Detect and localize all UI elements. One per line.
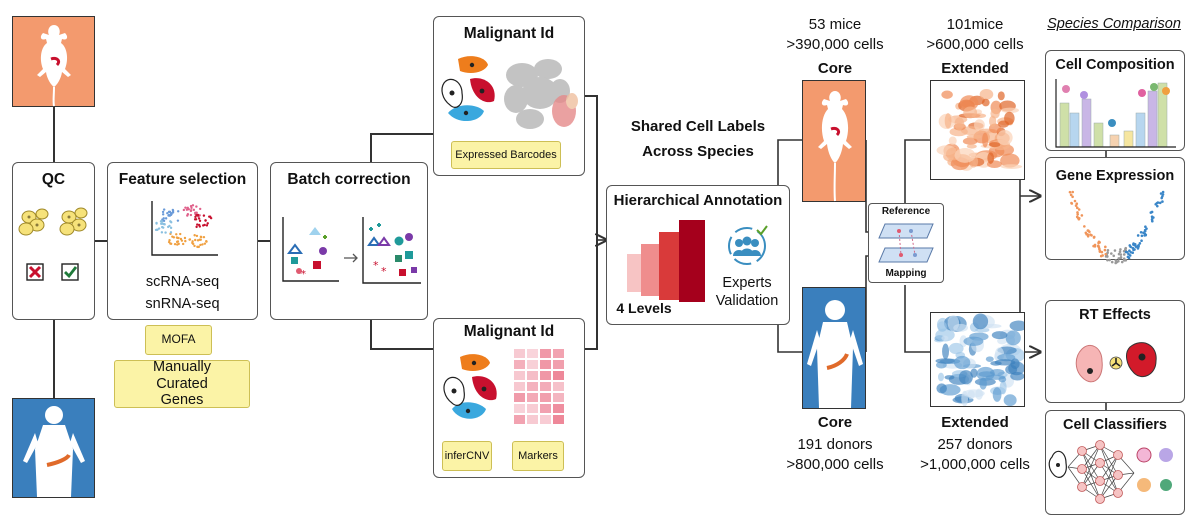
batch-correction-panel: Batch correction * * *	[270, 162, 428, 320]
species-comparison-header: Species Comparison	[1047, 16, 1181, 32]
human-ext-label: Extended	[941, 414, 1009, 431]
svg-text:*: *	[381, 265, 387, 278]
levels-bars-icon	[627, 220, 705, 302]
mouse-core-cells: >390,000 cells	[786, 36, 884, 53]
markers-note: Markers	[512, 441, 564, 471]
feature-selection-panel: Feature selection scRNA-seq snRNA-seq	[107, 162, 258, 320]
human-core-count: 191 donors	[797, 436, 873, 453]
connector-line	[585, 348, 597, 350]
cells-icon	[18, 207, 88, 236]
qc-panel: QC	[12, 162, 95, 320]
human-tile	[12, 398, 95, 498]
expressed-barcodes-note: Expressed Barcodes	[451, 141, 561, 169]
mouse-extended-map	[930, 80, 1025, 180]
batch-correction-title: Batch correction	[287, 171, 411, 188]
cell-classifiers-panel: Cell Classifiers	[1045, 410, 1185, 515]
mouse-core-tile	[802, 80, 866, 202]
hierarchical-annotation-title: Hierarchical Annotation	[613, 192, 783, 209]
connector-line	[258, 240, 270, 242]
human-core-cells: >800,000 cells	[786, 456, 884, 473]
human-core-label: Core	[817, 414, 853, 431]
mofa-note: MOFA	[145, 325, 212, 355]
modality-scrna: scRNA-seq	[145, 274, 220, 290]
mouse-tile	[12, 16, 95, 107]
cell-composition-panel: Cell Composition	[1045, 50, 1185, 151]
accept-icon	[61, 263, 79, 281]
human-ext-count: 257 donors	[937, 436, 1013, 453]
connector-line	[53, 107, 55, 162]
mouse-core-count: 53 mice	[808, 16, 862, 33]
mouse-ext-label: Extended	[941, 60, 1009, 77]
connector-line	[585, 95, 597, 97]
batch-after-plot: * *	[362, 217, 421, 284]
mapping-planes-icon	[878, 223, 934, 263]
malignant-id-bottom-panel: Malignant Id inferCNV Markers	[433, 318, 585, 478]
cell-classifiers-title: Cell Classifiers	[1063, 417, 1167, 433]
malignant-id-top-panel: Malignant Id Expressed Barcodes	[433, 16, 585, 176]
connector-line	[596, 95, 598, 350]
batch-before-plot: *	[282, 217, 339, 282]
rt-effects-title: RT Effects	[1079, 307, 1151, 323]
shared-labels-line2: Across Species	[642, 143, 754, 160]
connector-line	[53, 320, 55, 398]
svg-text:*: *	[301, 269, 306, 280]
qc-title: QC	[41, 171, 66, 188]
composition-bars-icon	[1055, 79, 1176, 148]
human-extended-map	[930, 312, 1025, 407]
marker-heatmap-icon	[514, 349, 564, 424]
experts-icon	[728, 225, 768, 265]
mouse-icon	[37, 25, 71, 107]
mouse-icon	[818, 91, 852, 202]
reference-mapping-panel: Reference Mapping	[868, 203, 944, 283]
curated-genes-note: Manually Curated Genes	[114, 359, 250, 408]
human-ext-cells: >1,000,000 cells	[920, 456, 1030, 473]
mouse-core-label: Core	[817, 60, 853, 77]
mouse-ext-count: 101mice	[946, 16, 1004, 33]
human-torso-icon	[23, 406, 85, 497]
levels-label: 4 Levels	[616, 300, 672, 316]
connector-line	[370, 133, 433, 135]
mapping-label: Mapping	[885, 268, 927, 279]
connector-line	[370, 348, 433, 350]
gene-expression-title: Gene Expression	[1055, 168, 1175, 184]
connector-line	[95, 240, 107, 242]
mouse-umap-icon	[936, 88, 1023, 171]
gene-expression-panel: Gene Expression	[1045, 157, 1185, 265]
feature-selection-title: Feature selection	[118, 171, 247, 188]
volcano-plot-icon	[1068, 190, 1165, 265]
cell-types-icon	[441, 56, 495, 122]
hierarchical-annotation-panel: Hierarchical Annotation 4 Levels Experts…	[606, 185, 790, 325]
rt-cells-icon	[1075, 342, 1157, 383]
malignant-id-top-title: Malignant Id	[463, 25, 555, 42]
cell-composition-title: Cell Composition	[1055, 57, 1175, 73]
malignant-id-bottom-title: Malignant Id	[463, 323, 555, 340]
arrow-icon	[344, 253, 358, 263]
human-umap-icon	[934, 313, 1024, 406]
experts-line1: Experts	[722, 275, 772, 291]
rt-effects-panel: RT Effects	[1045, 300, 1185, 403]
mouse-ext-cells: >600,000 cells	[926, 36, 1024, 53]
infercnv-note: inferCNV	[442, 441, 492, 471]
neural-network-icon	[1048, 440, 1173, 504]
shared-labels-line1: Shared Cell Labels	[630, 118, 766, 135]
reject-icon	[26, 263, 44, 281]
modality-snrna: snRNA-seq	[145, 296, 220, 312]
tissue-map-icon	[504, 59, 578, 129]
svg-text:*: *	[373, 259, 379, 272]
reference-label: Reference	[881, 206, 931, 217]
human-core-tile	[802, 287, 866, 409]
cell-types-icon	[443, 354, 497, 419]
human-torso-icon	[807, 300, 863, 408]
umap-scatter-icon	[151, 201, 218, 256]
experts-line2: Validation	[715, 293, 779, 309]
